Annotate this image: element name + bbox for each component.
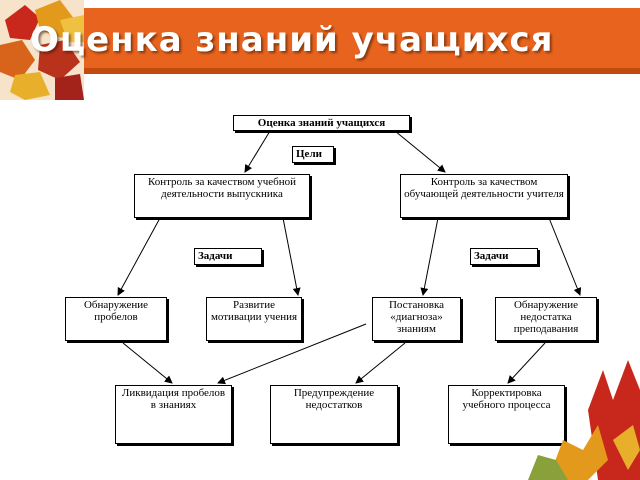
arrow-task-3-to-outcome-2 [355,342,406,384]
arrow-root-to-goal-right [394,130,446,173]
task-4-node: Обнаружение недостатка преподавания [495,297,597,341]
autumn-leaves-decoration-corner [528,330,640,480]
task-2-node: Развитие мотивации учения [206,297,302,341]
title-banner [84,8,640,68]
task-1-node: Обнаружение пробелов [65,297,167,341]
outcome-2-node: Предупреждение недостатков [270,385,398,444]
tasks-label-right: Задачи [470,248,538,265]
arrow-task-1-to-outcome-1 [122,342,173,384]
root-node: Оценка знаний учащихся [233,115,410,131]
title-banner-shadow [84,68,640,74]
goals-label: Цели [292,146,334,163]
arrow-goal-left-to-task-2 [282,217,301,296]
goal-left-node: Контроль за качеством учебной деятельнос… [134,174,310,218]
arrow-task-3-to-outcome-1 [217,323,367,385]
autumn-leaves-decoration [0,0,84,100]
outcome-3-node: Корректировка учебного процесса [448,385,565,444]
task-3-node: Постановка «диагноза» знаниям [372,297,461,341]
arrow-root-to-goal-left [244,130,271,173]
arrow-task-4-to-outcome-3 [507,342,546,384]
slide-title: Оценка знаний учащихся [30,20,554,60]
tasks-label-left: Задачи [194,248,262,265]
goal-right-node: Контроль за качеством обучающей деятельн… [400,174,568,218]
arrow-goal-left-to-task-1 [117,217,161,296]
arrow-goal-right-to-task-4 [548,217,582,296]
arrow-goal-right-to-task-3 [420,217,439,296]
outcome-1-node: Ликвидация пробелов в знаниях [115,385,232,444]
